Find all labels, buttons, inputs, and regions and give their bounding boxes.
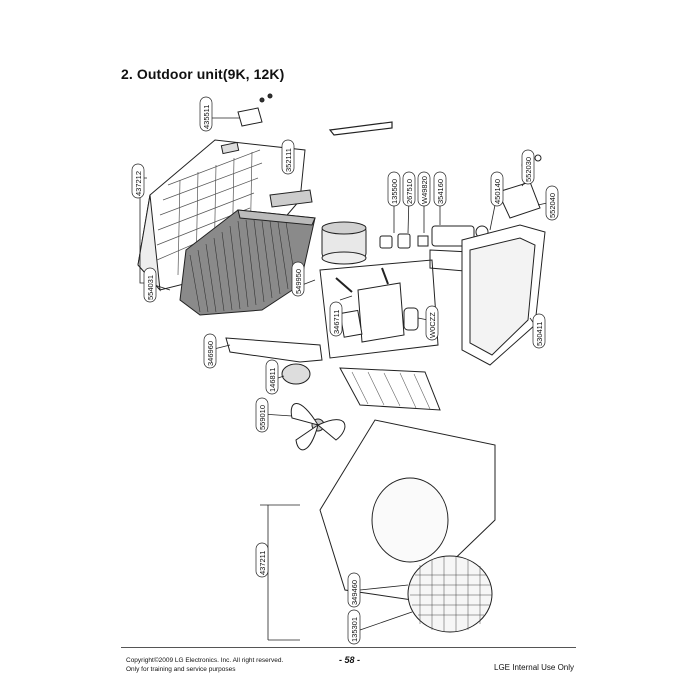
- condenser-coil: [179, 209, 316, 316]
- barrier-partition: [339, 367, 441, 411]
- motor-bracket: [225, 337, 323, 363]
- internal-use-note: LGE Internal Use Only: [494, 663, 575, 672]
- compressor: [321, 221, 367, 265]
- front-grille: [407, 555, 493, 633]
- usage-text: Only for training and service purposes: [126, 666, 236, 673]
- part-label: 437211: [258, 551, 267, 575]
- part-label: 559010: [258, 405, 267, 430]
- part-label: 346711: [332, 310, 341, 334]
- part-label: 435511: [202, 105, 211, 129]
- part-label: 530411: [535, 322, 544, 346]
- control-box-outline: [319, 259, 439, 359]
- part-label: 552030: [524, 157, 533, 182]
- part-label: 549950: [294, 269, 303, 294]
- part-label: W0CZZ: [428, 312, 437, 338]
- part-label-boxes: [131, 96, 559, 645]
- control-box-parts: [335, 267, 419, 343]
- part-label: 552040: [548, 193, 557, 218]
- part-label: 135301: [350, 617, 359, 642]
- part-label: 135500: [390, 179, 399, 204]
- copyright-text: Copyright©2009 LG Electronics. Inc. All …: [126, 657, 284, 664]
- part-label: 450140: [493, 179, 502, 204]
- part-label: 437212: [134, 171, 143, 196]
- part-label: 554031: [146, 275, 155, 300]
- side-panel: [461, 224, 546, 366]
- top-right-bracket: [497, 154, 542, 219]
- footer-divider: [121, 647, 576, 648]
- page-title: 2. Outdoor unit(9K, 12K): [121, 66, 285, 82]
- footer-copyright: Copyright©2009 LG Electronics. Inc. All …: [126, 656, 283, 674]
- top-pipe: [328, 121, 393, 136]
- fan-propeller: [290, 403, 346, 451]
- part-label: 349460: [350, 580, 359, 605]
- fan-motor: [281, 363, 311, 385]
- top-cabinet: [137, 139, 313, 292]
- part-label: 346960: [206, 341, 215, 366]
- page-number: - 58 -: [339, 655, 361, 665]
- part-label: 352111: [284, 148, 293, 172]
- base-pan: [319, 419, 496, 601]
- top-bracket-part: [237, 93, 273, 127]
- part-label: 267510: [405, 179, 414, 204]
- part-label: 354160: [436, 179, 445, 204]
- part-label: 146811: [268, 368, 277, 392]
- part-label: W49820: [420, 176, 429, 204]
- part-labels: 435511 352111 437212 554031 549950 34696…: [134, 105, 557, 642]
